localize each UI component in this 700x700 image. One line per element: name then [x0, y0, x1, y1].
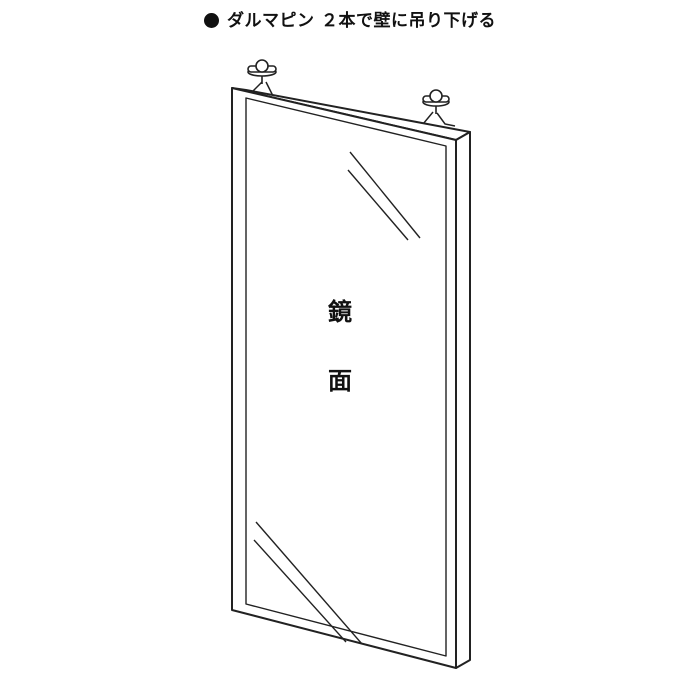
diagram-caption: ダルマピン ２本で壁に吊り下げる [0, 6, 700, 31]
mirror-label-2: 面 [328, 367, 352, 395]
mirror-front [231, 87, 457, 669]
push-pin-icon [422, 89, 450, 114]
reflection-glint-top [347, 151, 421, 241]
caption-text: ダルマピン ２本で壁に吊り下げる [227, 11, 496, 31]
mirror-glass [245, 97, 447, 657]
mirror-side-edge [455, 131, 471, 669]
push-pin-icon [247, 59, 277, 84]
mirror-label-1: 鏡 [328, 298, 352, 326]
reflection-glint-bottom [253, 521, 363, 645]
bullet-icon [204, 13, 220, 28]
mirror-frame [231, 87, 471, 669]
